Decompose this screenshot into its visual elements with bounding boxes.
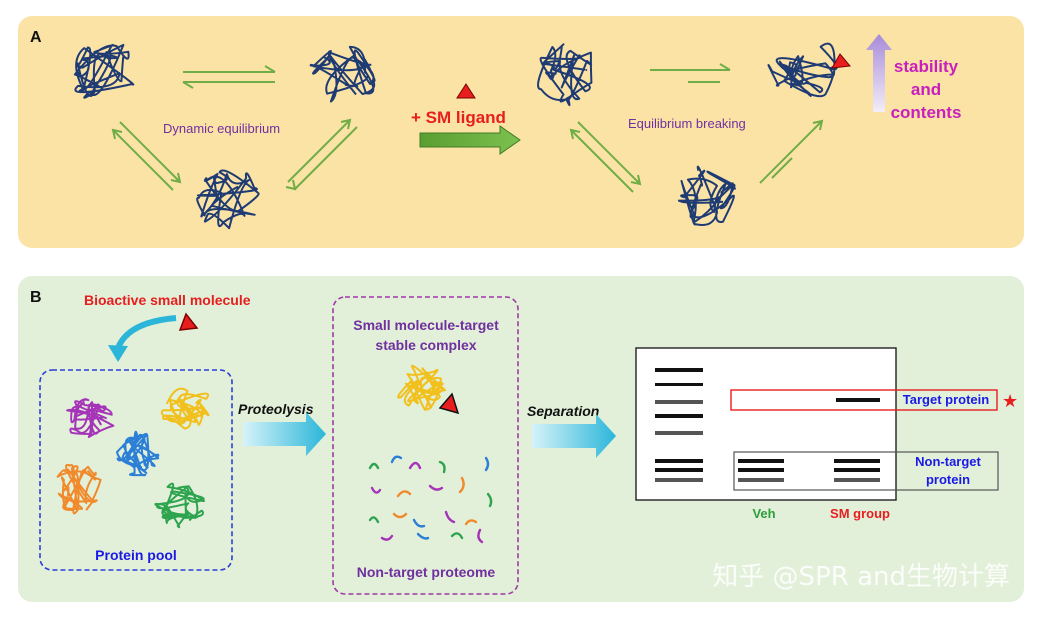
target-band-highlight: [730, 389, 998, 411]
lane-sm-label: SM group: [830, 506, 890, 521]
sm-ligand-label: + SM ligand: [411, 108, 506, 127]
coil-a5-icon: [767, 42, 840, 98]
lane-veh-label: Veh: [752, 506, 775, 521]
ligand-arrow: [419, 125, 521, 155]
coil-strand: [66, 398, 115, 438]
stability-label-line2: and: [911, 80, 941, 99]
coil-pool-yellow-icon: [160, 387, 210, 430]
equilibrium-breaking-label: Equilibrium breaking: [628, 116, 746, 131]
bound-ligand-triangle-icon: [831, 53, 851, 69]
equilibrium-arrows-left: [111, 65, 358, 191]
complex-label-line2: stable complex: [375, 337, 476, 353]
stability-up-arrow-icon: [866, 34, 892, 112]
curved-arrow-icon: [115, 315, 177, 350]
small-molecule-triangle-icon: [178, 312, 199, 331]
panel-a-label: A: [30, 29, 42, 46]
ladder-bands: [655, 368, 703, 482]
non-target-proteome-label: Non-target proteome: [357, 564, 496, 580]
non-target-label-line2: protein: [926, 472, 970, 487]
protein-pool-label: Protein pool: [95, 547, 177, 563]
complex-label-line1: Small molecule-target: [353, 317, 499, 333]
veh-lane-bands: [738, 459, 784, 482]
protein-pool-box: [39, 369, 233, 571]
complex-box: [332, 296, 519, 595]
coil-strand: [56, 463, 102, 515]
separation-arrow: [532, 414, 616, 458]
panel-b-label: B: [30, 289, 42, 306]
stability-label-line3: contents: [891, 103, 962, 122]
non-target-label-line1: Non-target: [915, 454, 981, 469]
coil-pool-orange-icon: [56, 463, 102, 515]
proteolysis-arrow: [243, 412, 326, 456]
coil-pool-green-icon: [154, 482, 205, 529]
sm-lane-bands: [834, 398, 880, 482]
coil-strand: [767, 42, 840, 98]
proteolysis-label: Proteolysis: [238, 401, 314, 417]
coil-a4-icon: [537, 43, 593, 107]
bioactive-small-molecule-label: Bioactive small molecule: [84, 292, 251, 308]
coil-strand: [154, 482, 205, 529]
coil-strand: [196, 169, 260, 230]
curved-arrow-head-icon: [108, 345, 128, 362]
coil-strand: [73, 43, 135, 99]
coil-strand: [160, 387, 210, 430]
peptide-fragments: [368, 455, 493, 544]
non-target-band-highlight: [733, 451, 999, 491]
coil-strand: [677, 165, 736, 226]
coil-strand: [397, 364, 447, 411]
stability-label-line1: stability: [894, 57, 959, 76]
complex-ligand-triangle-icon: [438, 392, 460, 415]
gel-box: [635, 347, 897, 501]
separation-label: Separation: [527, 403, 599, 419]
equilibrium-arrows-right: [569, 63, 824, 193]
coil-strand: [116, 430, 160, 477]
coil-pool-blue-icon: [116, 430, 160, 477]
coil-strand: [309, 45, 376, 103]
target-protein-label: Target protein: [903, 392, 989, 407]
ligand-triangle-icon: [456, 83, 476, 99]
coil-a1-icon: [73, 43, 135, 99]
coil-pool-purple-icon: [66, 398, 115, 438]
dynamic-equilibrium-label: Dynamic equilibrium: [163, 121, 280, 136]
coil-strand: [537, 43, 593, 107]
coil-a3-icon: [196, 169, 260, 230]
coil-complex-yellow-icon: [397, 364, 447, 411]
coil-a2-icon: [309, 45, 376, 103]
watermark: 知乎 @SPR and生物计算: [712, 562, 1010, 592]
coil-a6-icon: [677, 165, 736, 226]
target-star-icon: ★: [1002, 391, 1018, 411]
